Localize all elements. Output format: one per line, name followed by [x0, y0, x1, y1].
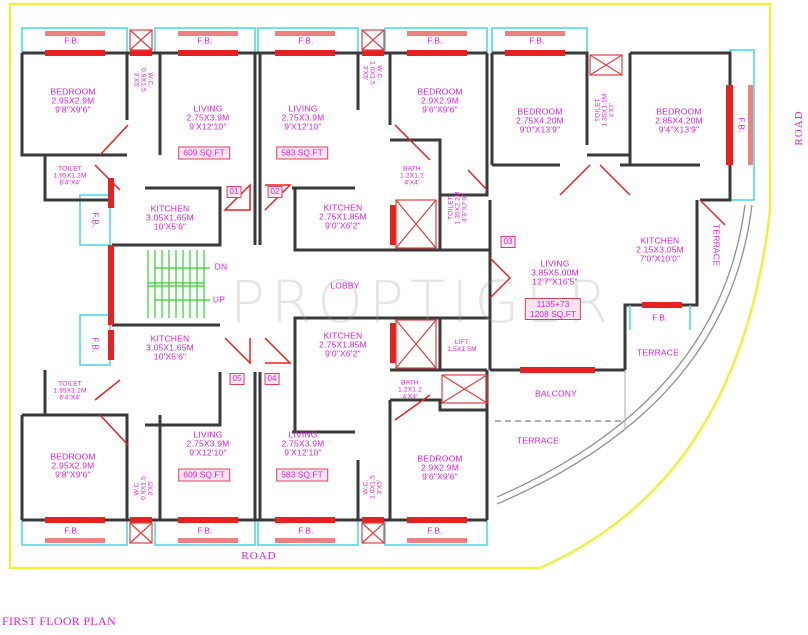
fb-label: F.B.	[529, 35, 545, 46]
windows	[45, 50, 733, 523]
road-label-bottom: ROAD	[241, 550, 277, 562]
flat-number-04: 04	[264, 373, 280, 385]
fb-label: F.B.	[298, 35, 314, 46]
stairs	[147, 250, 210, 318]
lobby-label: LOBBY	[330, 280, 360, 291]
flat05-area-badge: 609 SQ.FT	[178, 468, 230, 482]
flat-number-02: 02	[267, 186, 283, 198]
stairs-up-label: UP	[212, 294, 226, 305]
plot-boundary	[8, 2, 772, 570]
flat03-terrace-bottom-label: TERRACE	[516, 435, 560, 446]
flat01-area-badge: 609 SQ.FT	[178, 146, 230, 160]
fb-label: F.B.	[427, 525, 443, 536]
fb-label: F.B.	[64, 35, 80, 46]
fb-label: F.B.	[298, 525, 314, 536]
road-label-right: ROAD	[793, 110, 805, 146]
flat03-terrace-kitchen-label: TERRACE	[636, 347, 680, 358]
plan-title: FIRST FLOOR PLAN	[2, 614, 116, 628]
flat02-area-badge: 583 SQ.FT	[276, 146, 328, 160]
flat04-area-badge: 583 SQ.FT	[276, 468, 328, 482]
flat-number-05: 05	[229, 373, 245, 385]
fb-label: F.B.	[652, 312, 668, 323]
stairs-down-label: DN	[214, 261, 228, 272]
fb-label: F.B.	[90, 212, 101, 228]
fb-label: F.B.	[197, 35, 213, 46]
fb-label: F.B.	[427, 35, 443, 46]
flat03-balcony-label: BALCONY	[534, 388, 578, 399]
fb-label: F.B.	[736, 117, 747, 133]
fb-label: F.B.	[64, 525, 80, 536]
doors	[94, 124, 726, 446]
flat-number-03: 03	[500, 236, 516, 248]
ducts	[129, 29, 623, 544]
flat03-terrace-right-label: TERRACE	[711, 223, 722, 267]
fb-label: F.B.	[197, 525, 213, 536]
fb-label: F.B.	[90, 337, 101, 353]
flat-number-01: 01	[226, 186, 242, 198]
